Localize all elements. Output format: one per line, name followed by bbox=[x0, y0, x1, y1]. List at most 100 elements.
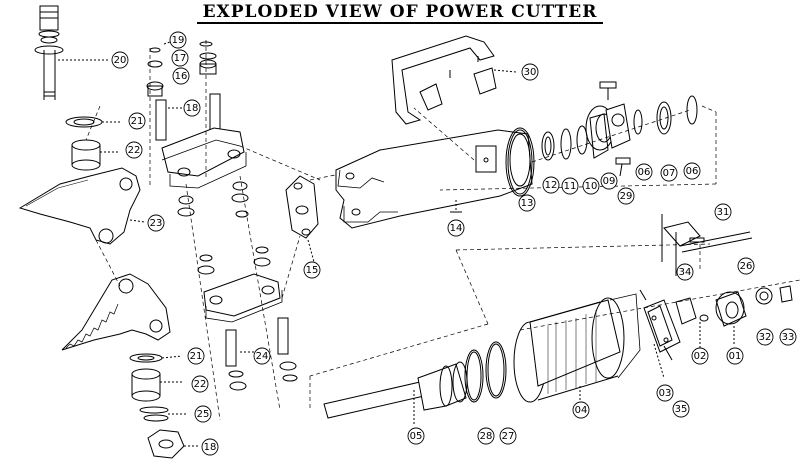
callout-number: 04 bbox=[575, 405, 588, 416]
callout-bubble bbox=[111, 51, 129, 69]
callout-bubble bbox=[672, 400, 690, 418]
callout-bubble bbox=[756, 328, 774, 346]
callout-14: 14 bbox=[447, 219, 465, 237]
part-upper-link-plate bbox=[161, 127, 247, 189]
callout-number: 29 bbox=[620, 191, 633, 202]
callout-number: 33 bbox=[782, 332, 795, 343]
callout-bubble bbox=[172, 67, 190, 85]
callout-number: 25 bbox=[197, 409, 210, 420]
callout-number: 02 bbox=[694, 351, 707, 362]
part-18-nut bbox=[147, 429, 198, 459]
part-12-09-seal-stack bbox=[541, 103, 631, 161]
callout-25: 25 bbox=[194, 405, 212, 423]
callout-number: 19 bbox=[172, 35, 185, 46]
callout-bubble bbox=[125, 141, 143, 159]
callout-number: 30 bbox=[524, 67, 537, 78]
callout-bubble bbox=[407, 427, 425, 445]
callout-number: 16 bbox=[175, 71, 188, 82]
callout-31: 31 bbox=[714, 203, 732, 221]
part-15-link-block bbox=[285, 175, 319, 263]
callout-bubble bbox=[676, 263, 694, 281]
part-21-washer bbox=[65, 116, 122, 128]
callout-bubble bbox=[561, 177, 579, 195]
callout-24: 24 bbox=[253, 347, 271, 365]
callout-number: 20 bbox=[114, 55, 127, 66]
callout-05: 05 bbox=[407, 427, 425, 445]
callout-number: 07 bbox=[663, 168, 676, 179]
diagram-title: EXPLODED VIEW OF POWER CUTTER bbox=[0, 2, 800, 24]
part-25-washers bbox=[139, 406, 188, 422]
part-05-shaft bbox=[323, 361, 468, 426]
callout-number: 12 bbox=[545, 180, 558, 191]
callout-32: 32 bbox=[756, 328, 774, 346]
callout-number: 09 bbox=[603, 176, 616, 187]
callout-bubble bbox=[542, 176, 560, 194]
callout-bubble bbox=[572, 401, 590, 419]
callout-number: 05 bbox=[410, 431, 423, 442]
callout-number: 06 bbox=[638, 167, 651, 178]
callout-23: 23 bbox=[147, 214, 165, 232]
part-31-26-bracket bbox=[661, 214, 753, 276]
callout-26: 26 bbox=[737, 257, 755, 275]
part-01-end-cap bbox=[715, 291, 747, 344]
callout-17: 17 bbox=[171, 49, 189, 67]
part-20-bolt bbox=[34, 5, 110, 100]
part-22-bushing-lower bbox=[131, 368, 182, 402]
callout-06b: 06 bbox=[683, 162, 701, 180]
callout-number: 22 bbox=[128, 145, 141, 156]
callout-bubble bbox=[600, 172, 618, 190]
callout-bubble bbox=[201, 438, 219, 456]
callout-bubble bbox=[635, 163, 653, 181]
upper-assembly-lines bbox=[309, 105, 717, 410]
diagram-title-text: EXPLODED VIEW OF POWER CUTTER bbox=[196, 2, 604, 24]
callout-number: 18 bbox=[204, 442, 217, 453]
callout-18: 18 bbox=[183, 99, 201, 117]
callout-bubble bbox=[779, 328, 797, 346]
part-06-07-rings bbox=[633, 95, 698, 135]
callout-20: 20 bbox=[111, 51, 129, 69]
callout-bubble bbox=[737, 257, 755, 275]
part-03-end-plate bbox=[639, 289, 681, 379]
part-24-lower-link-plate bbox=[203, 273, 298, 391]
callout-02: 02 bbox=[691, 347, 709, 365]
callout-number: 17 bbox=[174, 53, 187, 64]
part-21-washer-lower bbox=[129, 353, 183, 363]
callout-18b: 18 bbox=[201, 438, 219, 456]
callout-bubble bbox=[499, 427, 517, 445]
callout-number: 15 bbox=[306, 265, 319, 276]
callout-bubble bbox=[518, 194, 536, 212]
callout-03: 03 bbox=[656, 384, 674, 402]
callout-bubble bbox=[683, 162, 701, 180]
callout-number: 35 bbox=[675, 404, 688, 415]
callout-number: 21 bbox=[131, 116, 144, 127]
callout-number: 01 bbox=[729, 351, 742, 362]
callout-19: 19 bbox=[169, 31, 187, 49]
callout-bubble bbox=[187, 347, 205, 365]
callout-number: 21 bbox=[190, 351, 203, 362]
callout-22b: 22 bbox=[191, 375, 209, 393]
callout-09: 09 bbox=[600, 172, 618, 190]
part-32-33-fittings bbox=[755, 285, 793, 305]
callout-bubble bbox=[726, 347, 744, 365]
callout-04: 04 bbox=[572, 401, 590, 419]
part-04-motor-housing bbox=[513, 293, 641, 404]
callout-bubble bbox=[691, 347, 709, 365]
callout-bubble bbox=[477, 427, 495, 445]
callout-bubble bbox=[194, 405, 212, 423]
lower-assembly-lines bbox=[519, 244, 800, 331]
callout-29: 29 bbox=[617, 187, 635, 205]
callout-30: 30 bbox=[521, 63, 539, 81]
callout-number: 11 bbox=[564, 181, 577, 192]
callout-bubble bbox=[303, 261, 321, 279]
part-14-cylinder-fork bbox=[335, 129, 533, 229]
callout-number: 28 bbox=[480, 431, 493, 442]
callout-11: 11 bbox=[561, 177, 579, 195]
callout-bubble bbox=[183, 99, 201, 117]
callout-number: 32 bbox=[759, 332, 772, 343]
callout-bubble bbox=[191, 375, 209, 393]
callout-bubble bbox=[128, 112, 146, 130]
part-29-screws bbox=[599, 81, 631, 177]
callout-number: 23 bbox=[150, 218, 163, 229]
